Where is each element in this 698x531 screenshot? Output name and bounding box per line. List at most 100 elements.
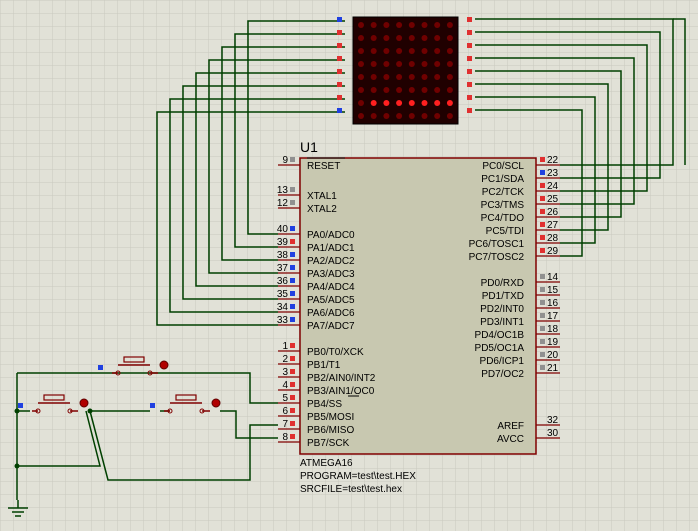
matrix-led [408, 87, 415, 93]
matrix-led [408, 61, 415, 67]
wire-btn1 [17, 372, 278, 404]
push-button-btn1[interactable] [98, 356, 169, 376]
junction-dot [87, 408, 93, 414]
pin-name-right: PC3/TMS [481, 200, 525, 211]
pin-number-right: 25 [547, 194, 559, 205]
matrix-led [408, 35, 415, 41]
atmega16-chip[interactable]: U1 ATMEGA16 PROGRAM=test\test.HEX SRCFIL… [277, 139, 560, 495]
pin-state-indicator [540, 157, 545, 162]
pin-number-left: 35 [277, 289, 289, 300]
chip-body[interactable] [299, 157, 537, 455]
matrix-body[interactable] [352, 16, 459, 125]
wire-porta [221, 46, 345, 261]
pin-name-right: PC1/SDA [481, 174, 524, 185]
matrix-led [396, 61, 403, 67]
matrix-led [358, 74, 364, 80]
wire-btn2-gnd [17, 410, 101, 467]
pin-number-left: 9 [282, 155, 288, 166]
matrix-led [370, 35, 377, 41]
pin-name-right: PC5/TDI [486, 226, 524, 237]
pin-number-left: 6 [282, 406, 288, 417]
matrix-led [434, 48, 441, 54]
matrix-led [434, 87, 441, 93]
matrix-led [383, 113, 390, 119]
matrix-led [358, 22, 364, 28]
chip-program-label: PROGRAM=test\test.HEX [300, 471, 416, 482]
pin-number-right: 30 [547, 428, 559, 439]
pin-state-indicator [540, 300, 545, 305]
button-cap [123, 356, 145, 363]
matrix-pin-right [467, 56, 472, 61]
wire-portc [475, 96, 596, 244]
pin-state-indicator [540, 313, 545, 318]
pin-state-indicator [290, 382, 295, 387]
pin-name-left: PA0/ADC0 [307, 230, 355, 241]
pin-state-indicator [290, 421, 295, 426]
pin-number-left: 39 [277, 237, 289, 248]
pin-name-left: PB4/SS [307, 399, 342, 410]
pin-state-indicator [290, 187, 295, 192]
pin-state-indicator [540, 352, 545, 357]
matrix-led [396, 87, 403, 93]
pin-number-right: 26 [547, 207, 559, 218]
matrix-led [383, 61, 390, 67]
pin-state-indicator [540, 235, 545, 240]
matrix-led [383, 22, 390, 28]
matrix-led [434, 61, 441, 67]
pin-state-indicator [290, 157, 295, 162]
pin-number-right: 16 [547, 298, 559, 309]
matrix-pin-left [337, 82, 342, 87]
pin-number-right: 21 [547, 363, 559, 374]
pin-name-right: PD4/OC1B [475, 330, 525, 341]
chip-ref-label: U1 [300, 139, 318, 155]
pin-number-left: 40 [277, 224, 289, 235]
button-pin-indicator [18, 403, 23, 408]
pin-number-left: 3 [282, 367, 288, 378]
push-button-btn3[interactable] [150, 394, 221, 414]
led-matrix[interactable] [337, 16, 472, 125]
matrix-led [370, 48, 377, 54]
pin-number-left: 2 [282, 354, 288, 365]
pin-number-right: 17 [547, 311, 559, 322]
pin-number-left: 13 [277, 185, 289, 196]
matrix-pin-left [337, 56, 342, 61]
pin-name-right: AREF [497, 421, 524, 432]
button-pin-indicator [98, 365, 103, 370]
pin-number-left: 4 [282, 380, 288, 391]
matrix-pin-left [337, 17, 342, 22]
matrix-led [446, 87, 453, 93]
push-buttons[interactable] [18, 356, 221, 414]
pin-number-right: 20 [547, 350, 559, 361]
pin-name-left: PB2/AIN0/INT2 [307, 373, 376, 384]
pin-number-left: 12 [277, 198, 289, 209]
matrix-led [421, 35, 428, 41]
wire-portc [475, 70, 622, 218]
pin-state-indicator [540, 274, 545, 279]
pin-name-right: PC4/TDO [481, 213, 525, 224]
matrix-led [396, 22, 403, 28]
button-indicator [79, 398, 89, 408]
pin-name-right: PC0/SCL [482, 161, 524, 172]
pin-state-indicator [290, 291, 295, 296]
button-indicator [159, 360, 169, 370]
pin-name-left: PB7/SCK [307, 438, 350, 449]
chip-part-label: ATMEGA16 [300, 458, 353, 469]
pin-number-right: 24 [547, 181, 559, 192]
pin-state-indicator [540, 222, 545, 227]
wire-porta [208, 59, 345, 274]
pin-state-indicator [540, 365, 545, 370]
push-button-btn2[interactable] [18, 394, 89, 414]
wire-porta [169, 98, 345, 313]
wire-portc [475, 44, 648, 192]
pin-state-indicator [290, 278, 295, 283]
pin-state-indicator [290, 395, 295, 400]
matrix-led [396, 113, 403, 119]
pin-number-right: 29 [547, 246, 559, 257]
pin-state-indicator [290, 408, 295, 413]
pin-state-indicator [290, 200, 295, 205]
matrix-led [446, 22, 453, 28]
matrix-led [358, 100, 364, 106]
matrix-led [358, 35, 364, 41]
matrix-pin-left [337, 30, 342, 35]
